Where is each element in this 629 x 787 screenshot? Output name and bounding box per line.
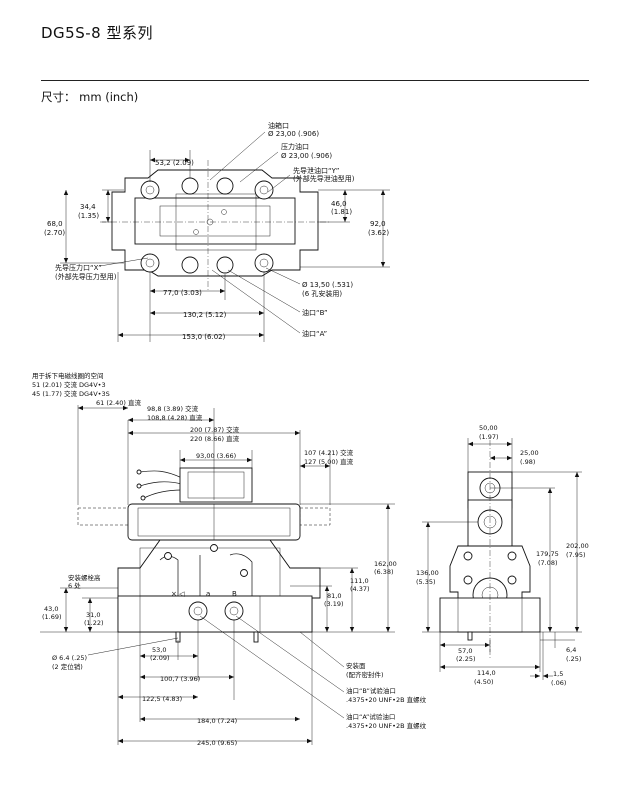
label-space-3: 61 (2.40) 直流 (96, 398, 141, 407)
dim-31: 31,0 (86, 611, 100, 619)
dim-107: 107 (4.21) 交流 (304, 448, 354, 457)
label-pilot-drain-note: (外部先导泄油型用) (293, 174, 355, 183)
top-view: 53,2 (2.09) 34,4 (1.35) 68,0 (2.70) 46,0… (44, 121, 390, 342)
mark-b: B (232, 590, 237, 598)
dim-6-4: 6,4 (566, 646, 576, 654)
dim-130-2: 130,2 (5.12) (183, 311, 227, 319)
dim-53-2: 53,2 (2.09) (155, 159, 194, 167)
label-port-b: 油口“B” (302, 308, 328, 317)
label-bolt-hole: Ø 13,50 (.531) (302, 281, 353, 289)
dim-122-5: 122,5 (4.83) (142, 695, 182, 703)
label-pilot-pressure-note: (外部先导压力型用) (55, 272, 117, 281)
label-bolt-height: 安装螺栓高 (68, 573, 101, 582)
label-port-a: 油口“A” (302, 329, 327, 338)
dim-50-00-in: (1.97) (479, 433, 499, 441)
dim-92-0: 92,0 (370, 220, 386, 228)
dim-43: 43,0 (44, 605, 58, 613)
dim-57-0: 57,0 (458, 647, 472, 655)
label-pilot-drain: 先导泄油口“Y” (293, 166, 339, 175)
mark-x: × ◁ (171, 590, 185, 598)
dim-25-00: 25,00 (520, 449, 539, 457)
dim-50-00: 50,00 (479, 424, 498, 432)
label-pilot-pressure: 先导压力口“X” (55, 263, 102, 272)
dim-34-4-in: (1.35) (78, 212, 99, 220)
dim-136-00-in: (5.35) (416, 578, 436, 586)
dim-162-in: (6.38) (374, 568, 394, 576)
label-gauge-b-thread: .4375•20 UNF•2B 直螺纹 (346, 695, 427, 704)
dim-25-00-in: (.98) (520, 458, 535, 466)
label-bolt-places: 6 处 (68, 581, 81, 590)
header-rule (41, 80, 589, 81)
label-locating-pin: Ø 6.4 (.25) (52, 654, 87, 662)
dim-57-0-in: (2.25) (456, 655, 476, 663)
dim-34-4: 34,4 (80, 203, 96, 211)
units-label: 尺寸： mm (inch) (41, 90, 139, 104)
label-mounting-face-note: (配齐密封件) (346, 670, 384, 679)
side-view: 50,00 (1.97) 25,00 (.98) 179,75 (7.08) 2… (416, 424, 589, 687)
dim-114-0-in: (4.50) (474, 678, 494, 686)
mark-a: a (206, 590, 210, 598)
dim-1-5: 1,5 (553, 670, 563, 678)
label-mounting-face: 安装面 (346, 661, 366, 670)
label-tank-dia: Ø 23,00 (.906) (268, 130, 319, 138)
label-gauge-b: 油口“B”试验油口 (346, 686, 396, 695)
label-space-1: 51 (2.01) 交流 DG4V•3 (32, 380, 106, 389)
dim-153-0: 153,0 (6.02) (182, 333, 226, 341)
dim-98-8: 98,8 (3.89) 交流 (147, 404, 199, 413)
dim-81: 81,0 (327, 592, 341, 600)
dim-111-in: (4.37) (350, 585, 370, 593)
label-bolt-hole-note: (6 孔安装用) (302, 289, 342, 298)
dim-53-0-in: (2.09) (150, 654, 170, 662)
dim-200: 200 (7.87) 交流 (190, 425, 240, 434)
dim-31-in: (1.22) (84, 619, 104, 627)
dim-184: 184,0 (7.24) (197, 717, 237, 725)
label-space-note: 用于拆下电磁线圈的空间 (32, 371, 104, 380)
front-view: × ◁ a B 用于拆下电磁线圈的空间 51 (2.01) 交流 DG4V•3 … (32, 371, 427, 747)
dim-46-0-in: (1.81) (331, 208, 352, 216)
dim-136-00: 136,00 (416, 569, 439, 577)
label-pressure-port: 压力油口 (281, 142, 309, 151)
dim-68-0-in: (2.70) (44, 229, 65, 237)
dim-202-00-in: (7.95) (566, 551, 586, 559)
dim-68-0: 68,0 (47, 220, 63, 228)
dim-1-5-in: (.06) (551, 679, 566, 687)
dim-53-0: 53,0 (152, 646, 166, 654)
dim-245: 245,0 (9.65) (197, 739, 237, 747)
label-locating-pin-note: (2 定位销) (52, 662, 83, 671)
label-pressure-dia: Ø 23,00 (.906) (281, 152, 332, 160)
dim-108-8: 108,8 (4.28) 直流 (147, 413, 203, 422)
dim-77-0: 77,0 (3.03) (163, 289, 202, 297)
dim-179-75: 179,75 (536, 550, 559, 558)
dim-202-00: 202,00 (566, 542, 589, 550)
dim-93-00: 93,00 (3.66) (196, 452, 236, 460)
label-gauge-a-thread: .4375•20 UNF•2B 直螺纹 (346, 721, 427, 730)
dim-127: 127 (5.00) 直流 (304, 457, 354, 466)
dim-6-4-in: (.25) (566, 655, 581, 663)
dim-100-7: 100,7 (3.96) (160, 675, 200, 683)
dim-81-in: (3.19) (324, 600, 344, 608)
dim-43-in: (1.69) (42, 613, 62, 621)
label-gauge-a: 油口“A”试验油口 (346, 712, 395, 721)
dim-111: 111,0 (350, 577, 369, 585)
dim-220: 220 (8.66) 直流 (190, 434, 240, 443)
dim-92-0-in: (3.62) (368, 229, 389, 237)
label-space-2: 45 (1.77) 交流 DG4V•3S (32, 389, 110, 398)
dim-179-75-in: (7.08) (538, 559, 558, 567)
dim-46-0: 46,0 (331, 200, 347, 208)
dim-114-0: 114,0 (477, 669, 496, 677)
page-title: DG5S-8 型系列 (41, 24, 153, 42)
dim-162: 162,00 (374, 560, 397, 568)
label-tank-port: 油箱口 (268, 121, 289, 130)
